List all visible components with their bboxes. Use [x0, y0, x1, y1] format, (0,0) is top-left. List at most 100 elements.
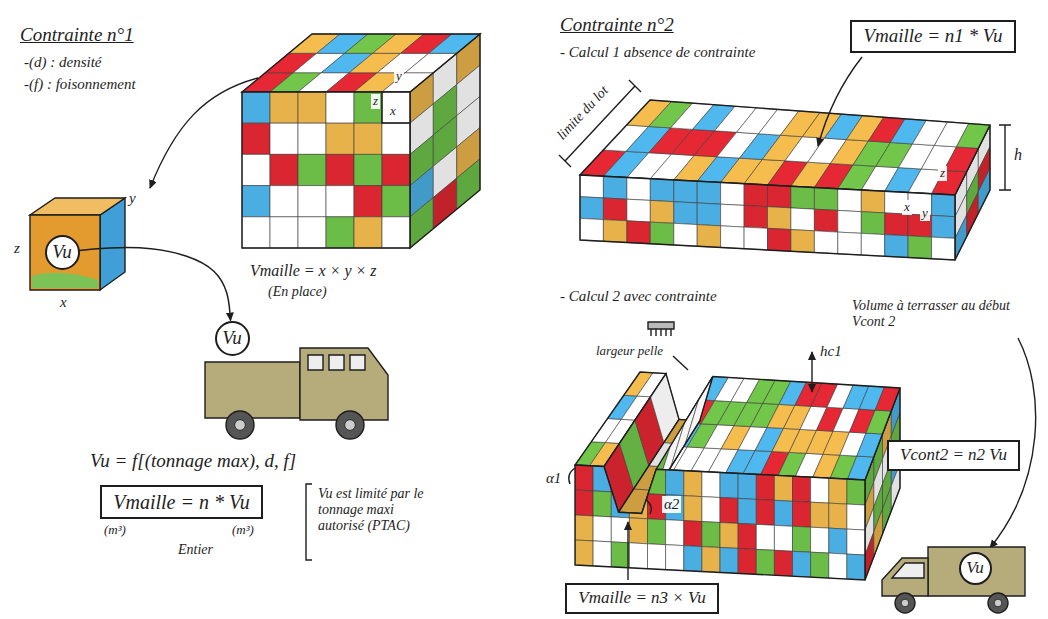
grid-cell	[838, 189, 862, 212]
grid-cell	[326, 123, 354, 154]
grid-cell	[774, 475, 792, 501]
grid-cell	[697, 181, 720, 204]
grid-cell	[666, 470, 684, 496]
grid-cell	[382, 73, 433, 92]
grid-cell	[847, 529, 865, 555]
grid-cell	[721, 183, 745, 206]
grid-cell	[405, 53, 456, 72]
wheel-hub	[901, 599, 909, 607]
grid-cell	[720, 473, 738, 499]
face-outline	[575, 465, 865, 580]
dimension-label: hc1	[820, 343, 842, 360]
grid-cell	[955, 215, 967, 260]
grid-cell	[697, 203, 720, 226]
grid-cell	[768, 207, 791, 230]
grid-cell	[774, 525, 792, 551]
grid-cell	[457, 159, 480, 210]
grid-cell	[627, 178, 650, 201]
box-front	[30, 215, 100, 290]
dimension-line	[811, 352, 812, 392]
angle-mark	[646, 500, 651, 514]
grid-cell	[354, 217, 382, 248]
cut-cell-edge	[382, 92, 410, 123]
flow-arrow	[79, 248, 230, 321]
grid-cell	[603, 176, 627, 199]
trench-block	[575, 372, 900, 580]
grid-cell	[768, 228, 791, 251]
angle-mark	[569, 468, 575, 484]
grid-cell	[242, 186, 270, 217]
grid-cell	[603, 220, 627, 243]
grid-cell	[697, 225, 720, 248]
grid-cell	[270, 92, 298, 123]
axis-letter: y	[129, 190, 136, 207]
grid-cell	[270, 154, 298, 185]
axis-letter: y	[920, 206, 930, 221]
grid-cell	[885, 235, 908, 258]
grid-cell	[829, 553, 847, 579]
formula-text: Vu = f[(tonnage max), d, f]	[90, 450, 296, 472]
formula-box: Vcont2 = n2 Vu	[887, 440, 1020, 471]
grid-cell	[354, 92, 382, 123]
grid-cell	[720, 548, 738, 574]
grid-cell	[684, 546, 702, 572]
shovel-teeth	[651, 329, 671, 336]
truck-cab	[882, 558, 928, 596]
grid-cell	[838, 232, 862, 255]
grid-cell	[382, 186, 410, 217]
node-text: Vcont2 = n2 Vu	[900, 446, 1007, 465]
grid-cell	[580, 175, 603, 198]
truck-window	[329, 355, 344, 370]
grid-cell	[811, 527, 829, 553]
trench-front	[575, 465, 865, 580]
grid-cell	[744, 227, 767, 250]
truck-body	[205, 362, 300, 418]
grid-cell	[811, 477, 829, 503]
grid-cell	[354, 154, 382, 185]
axis-letter: y	[394, 69, 404, 84]
truck-wheel	[226, 411, 254, 439]
formula-note: (En place)	[268, 284, 327, 300]
volume-circle: Vu	[215, 321, 250, 356]
box-bottom-tint	[32, 273, 98, 288]
grid-cell	[650, 179, 674, 202]
grid-cell	[627, 199, 650, 222]
volume-circle: Vu	[959, 552, 992, 585]
grid-cell	[575, 465, 593, 491]
truck-window	[892, 563, 924, 578]
grid-cell	[932, 194, 955, 217]
grid-cell	[811, 502, 829, 528]
axis-letter: x	[60, 294, 67, 311]
grid-cell	[829, 503, 847, 529]
truck-wheel	[895, 593, 915, 613]
grid-cell	[611, 492, 629, 518]
grid-cell	[666, 520, 684, 546]
formula-box: Vmaille = n * Vu	[100, 485, 263, 519]
grid-cell	[793, 551, 811, 577]
grid-cell	[650, 222, 674, 245]
grid-cell	[326, 217, 354, 248]
grid-cell	[270, 186, 298, 217]
grid-cell	[793, 476, 811, 502]
grid-cell	[354, 186, 382, 217]
box-top	[30, 198, 125, 215]
grid-cell	[627, 221, 650, 244]
volume-circle: Vu	[45, 235, 80, 270]
angle-label: α2	[662, 496, 681, 513]
grid-cell	[298, 217, 326, 248]
cube-block	[242, 34, 480, 248]
grid-cell	[791, 186, 815, 209]
truck-window	[350, 355, 365, 370]
grid-cell	[738, 548, 756, 574]
truck-cab	[300, 348, 388, 420]
grid-cell	[611, 467, 629, 493]
face-outline	[580, 175, 955, 260]
grid-cell	[242, 123, 270, 154]
slab-block	[580, 100, 990, 260]
node-text: Vmaille = n1 * Vu	[863, 26, 1002, 47]
grid-cell	[629, 518, 647, 544]
grid-cell	[865, 532, 874, 580]
section-title: Contrainte n°1	[20, 24, 134, 46]
tool-label: largeur pelle	[596, 344, 663, 359]
grid-cell	[575, 515, 593, 541]
